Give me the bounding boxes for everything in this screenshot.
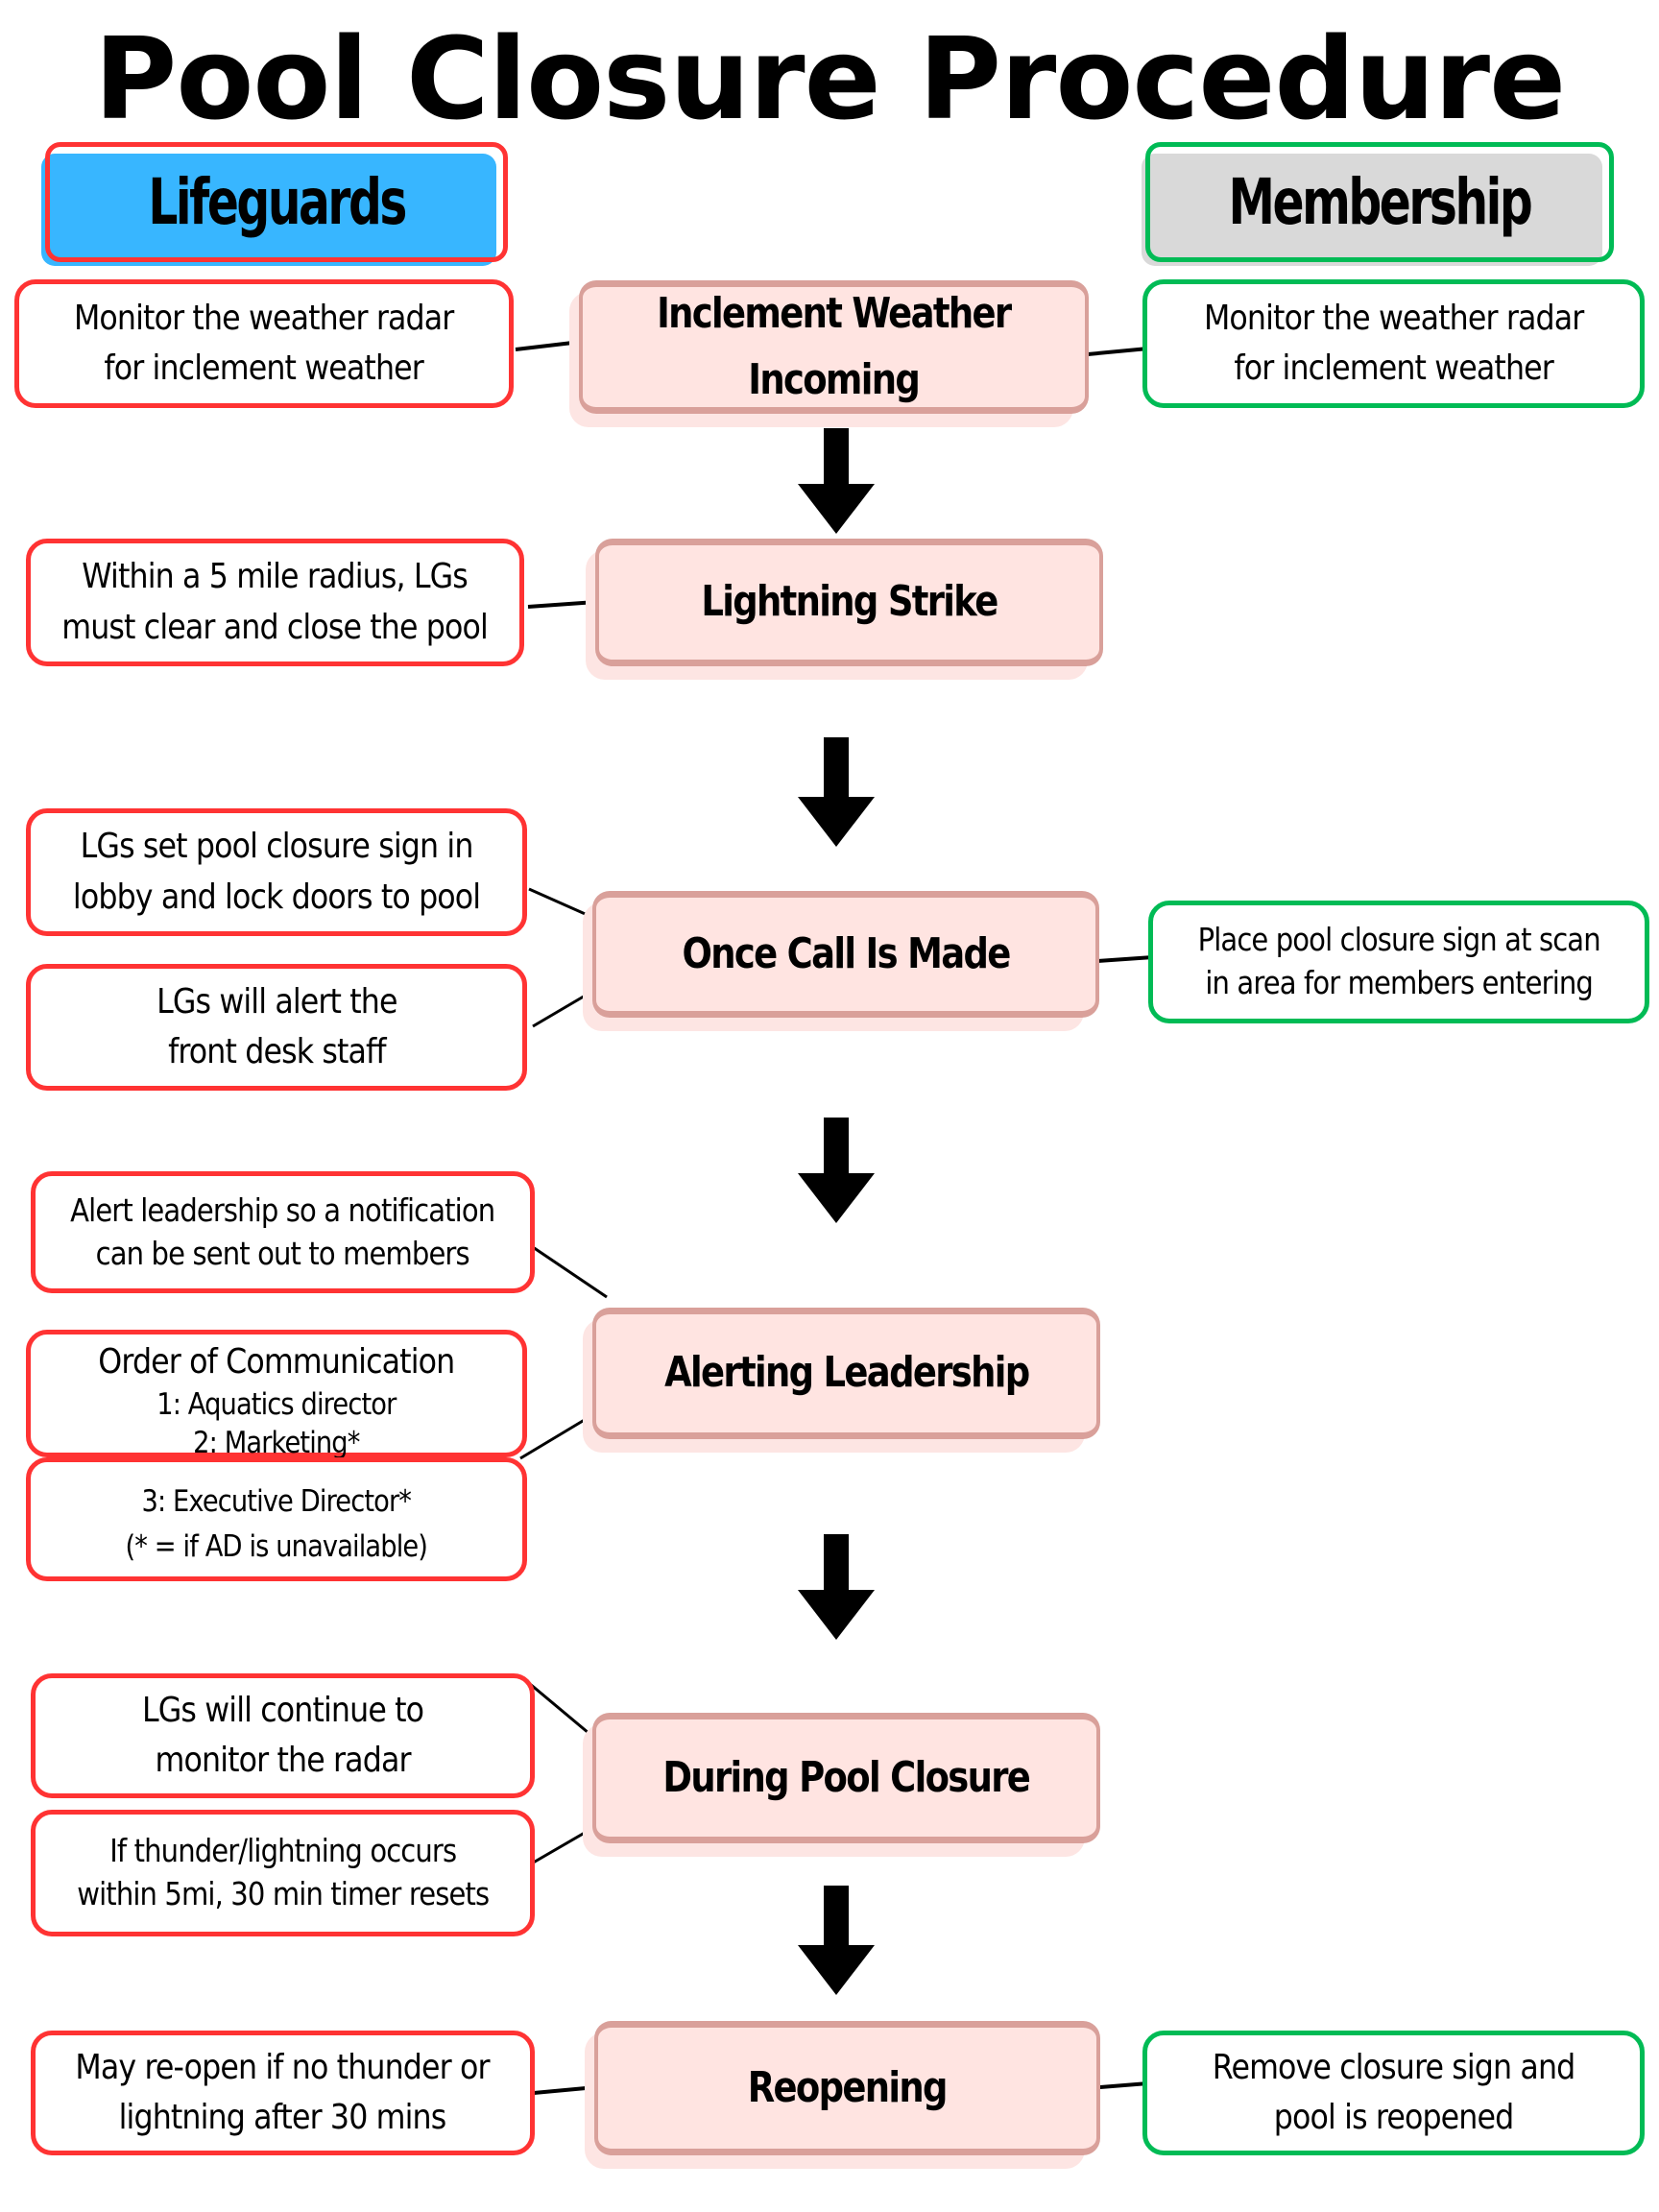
step-once-call-is-made: Once Call Is Made bbox=[583, 891, 1099, 1031]
down-arrow-icon bbox=[798, 1118, 875, 1223]
membership-header: Membership bbox=[1142, 142, 1614, 266]
step-alerting-leadership: Alerting Leadership bbox=[583, 1308, 1100, 1453]
lifeguards-header: Lifeguards bbox=[41, 142, 508, 266]
membership-header-label: Membership bbox=[1228, 165, 1533, 239]
down-arrow-icon bbox=[798, 428, 875, 534]
down-arrow-icon bbox=[798, 737, 875, 847]
lifeguards-header-label: Lifeguards bbox=[148, 165, 407, 239]
down-arrow-icon bbox=[798, 1886, 875, 1995]
lifeguards-header-fill bbox=[41, 154, 496, 266]
connector-line bbox=[529, 1243, 608, 1299]
membership-header-border bbox=[1145, 142, 1614, 262]
lifeguard-note: 3: Executive Director*(* = if AD is unav… bbox=[26, 1457, 527, 1581]
down-arrow-icon bbox=[798, 1534, 875, 1641]
step-reopening: Reopening bbox=[585, 2021, 1100, 2169]
step-lightning-strike: Lightning Strike bbox=[586, 539, 1103, 680]
connector-line bbox=[519, 1416, 589, 1460]
membership-header-fill bbox=[1142, 154, 1602, 266]
page-title: Pool Closure Procedure bbox=[93, 12, 1566, 145]
lifeguards-header-border bbox=[45, 142, 508, 262]
step-during-pool-closure: During Pool Closure bbox=[583, 1713, 1100, 1857]
connector-line bbox=[1096, 955, 1154, 963]
connector-line bbox=[529, 1682, 589, 1735]
connector-line bbox=[1087, 347, 1149, 356]
